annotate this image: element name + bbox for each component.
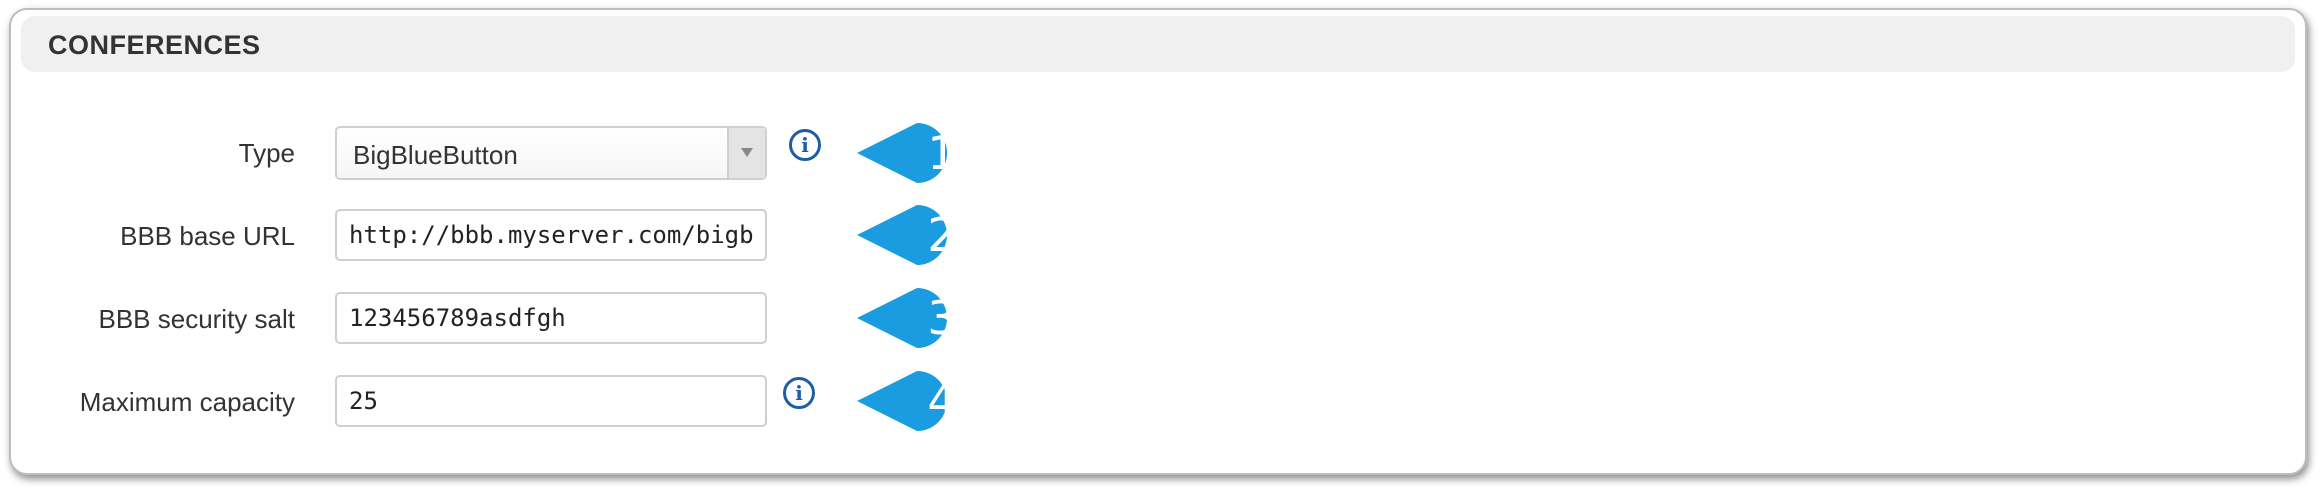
maximum-capacity-label: Maximum capacity [79,387,295,417]
section-title: CONFERENCES [48,30,261,60]
chevron-down-icon[interactable] [727,128,765,178]
callout-marker-1: 1 [857,120,977,186]
callout-marker-4: 4 [857,368,977,434]
bbb-base-url-label: BBB base URL [120,221,295,251]
maximum-capacity-input[interactable] [337,377,765,425]
info-icon[interactable]: i [789,129,821,161]
info-icon[interactable]: i [783,377,815,409]
bbb-security-salt-label: BBB security salt [98,304,295,334]
panel-header: CONFERENCES [21,16,2295,72]
callout-marker-2: 2 [857,202,977,268]
callout-number: 2 [927,208,957,262]
callout-number: 3 [927,291,957,345]
type-select-value: BigBlueButton [353,140,518,170]
callout-number: 1 [927,126,957,180]
type-select[interactable]: BigBlueButton [335,126,767,180]
type-label: Type [238,138,295,168]
bbb-security-salt-input[interactable] [337,294,765,342]
bbb-base-url-input[interactable] [337,211,765,259]
bbb-base-url-field[interactable] [335,209,767,261]
callout-marker-3: 3 [857,285,977,351]
maximum-capacity-field[interactable] [335,375,767,427]
bbb-security-salt-field[interactable] [335,292,767,344]
callout-number: 4 [927,374,957,428]
